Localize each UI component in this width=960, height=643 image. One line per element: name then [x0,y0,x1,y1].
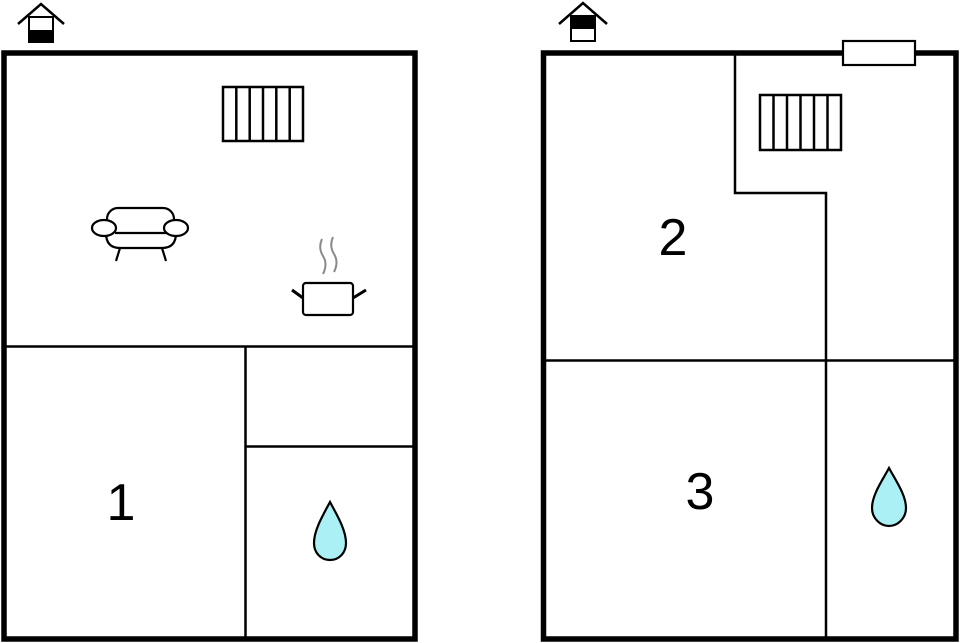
cooking-pot-icon [291,236,367,317]
room-label-1: 1 [106,474,136,532]
ground-outer-wall [1,50,418,642]
water-drop-icon [870,465,908,528]
house-upper-floor-icon [558,1,608,42]
radiator-icon [758,93,843,152]
ground-floor-plan [1,2,418,642]
upper-floor-plan [540,1,959,642]
room-label-3: 3 [685,463,715,521]
wall [733,55,828,638]
radiator-icon [221,85,305,143]
window-icon [841,39,917,67]
room-label-2: 2 [658,209,688,267]
house-ground-floor-icon [17,2,65,43]
sofa-icon [90,206,190,262]
water-drop-icon [312,499,348,562]
upper-outer-wall [540,50,959,642]
